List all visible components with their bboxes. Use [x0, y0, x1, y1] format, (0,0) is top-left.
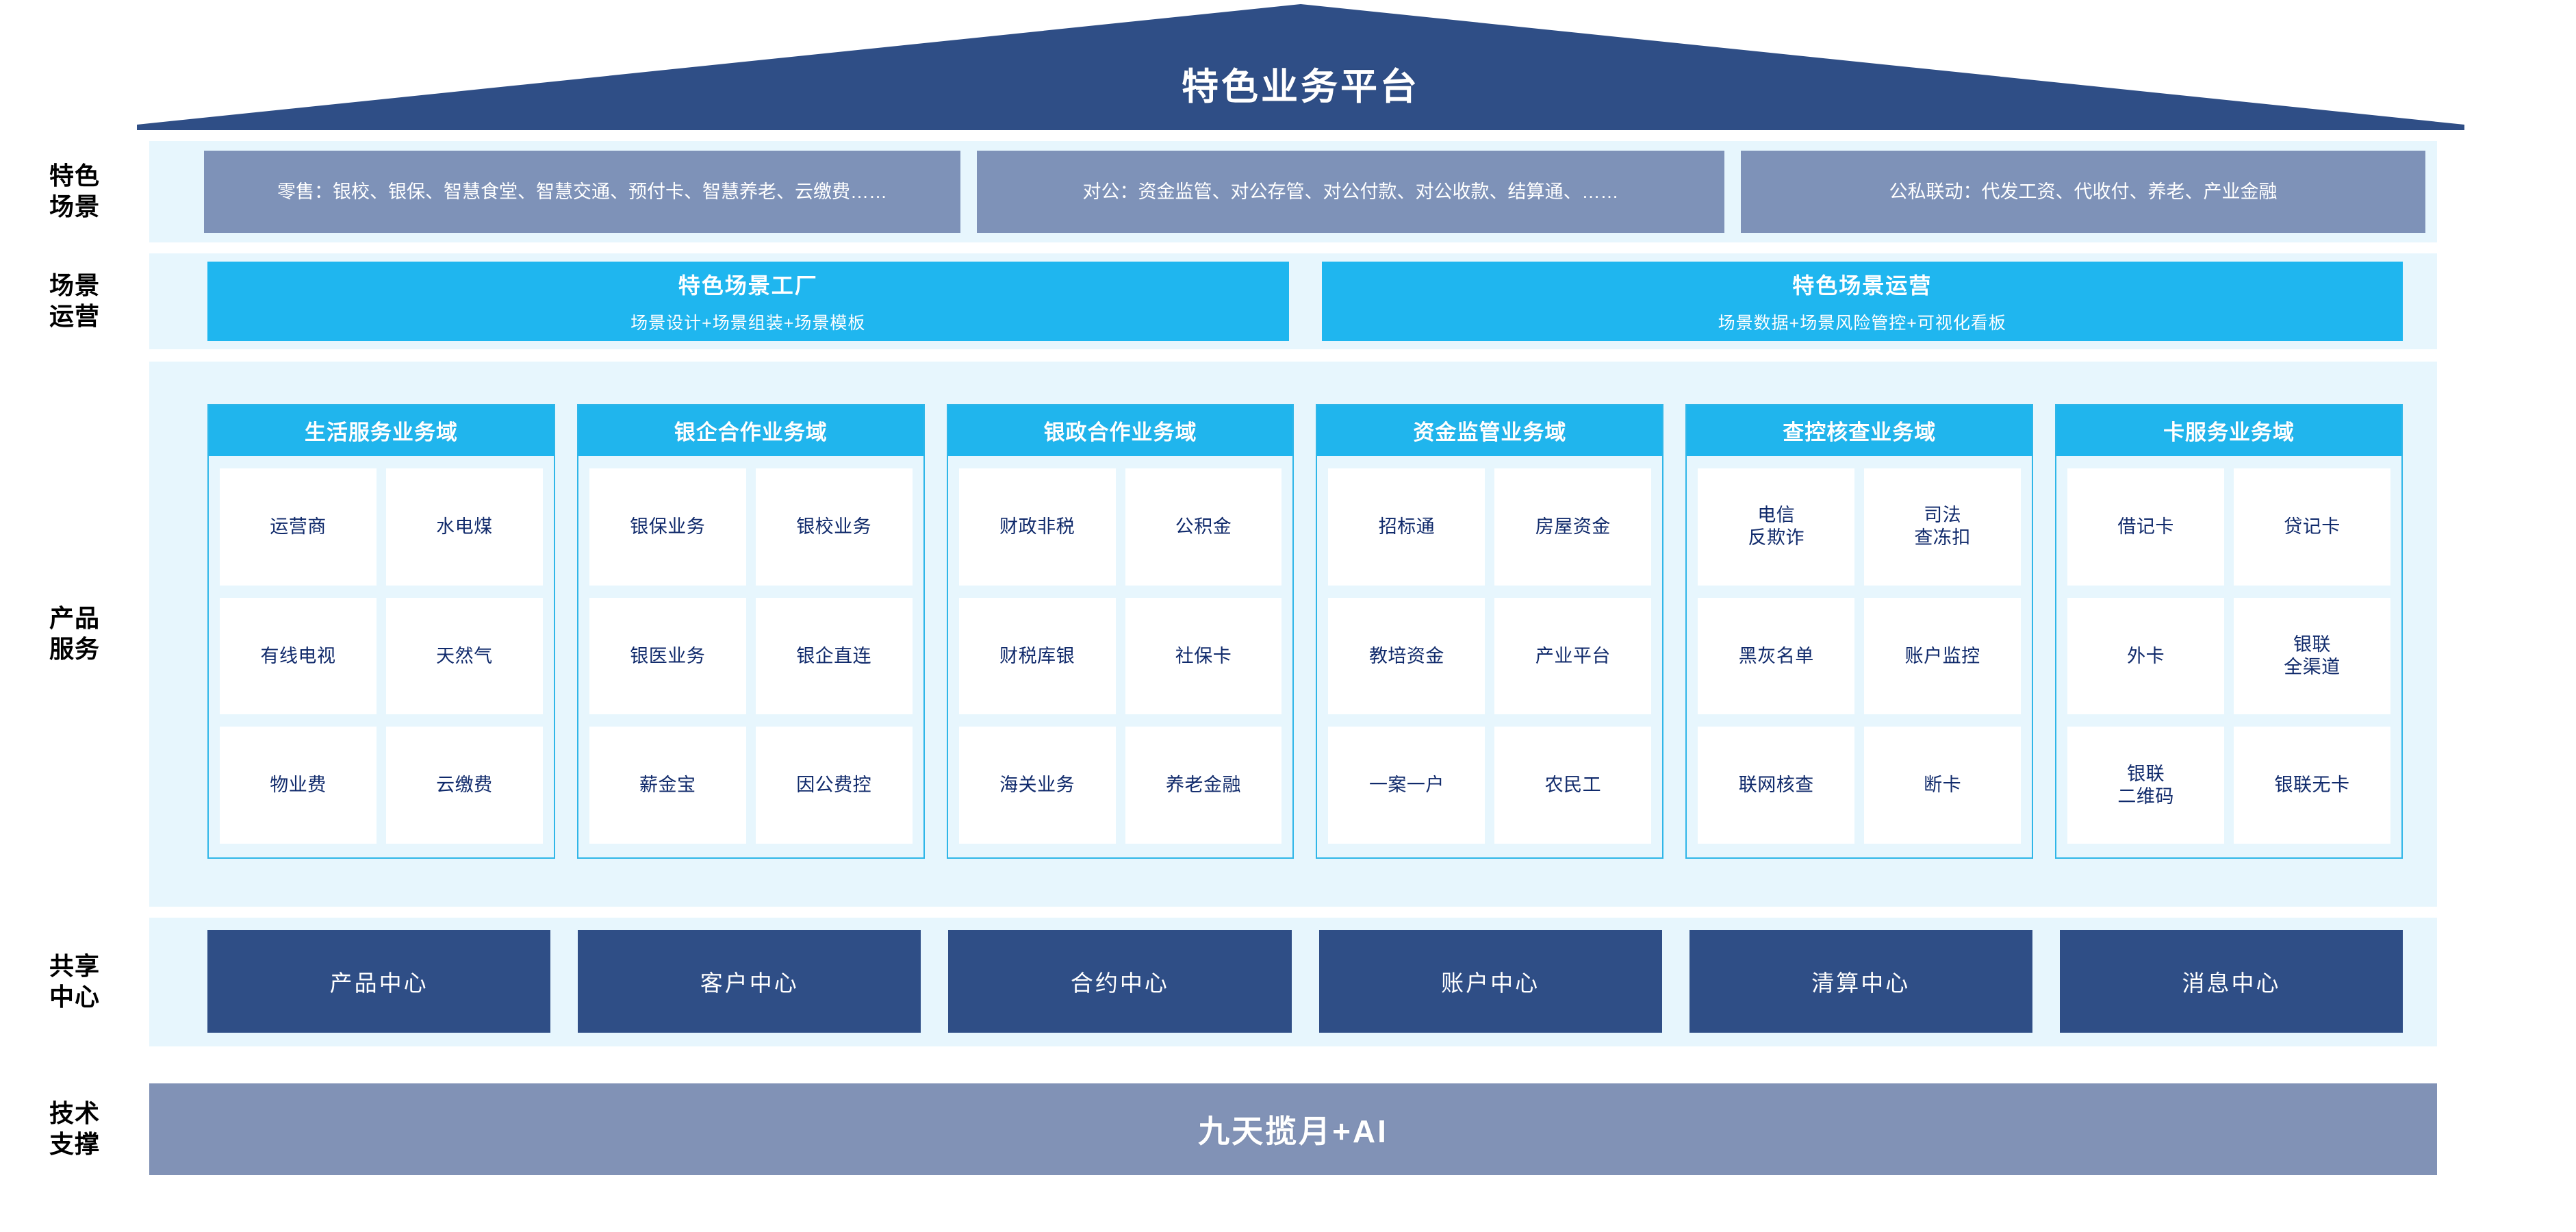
domain-item[interactable]: 黑灰名单	[1698, 597, 1855, 715]
scene-operation-band: 特色场景工厂 场景设计+场景组装+场景模板 特色场景运营 场景数据+场景风险管控…	[149, 253, 2437, 349]
domain-item[interactable]: 银校业务	[755, 468, 913, 586]
domain-item[interactable]: 公积金	[1125, 468, 1282, 586]
domain-item[interactable]: 天然气	[385, 597, 543, 715]
shared-center-contract[interactable]: 合约中心	[948, 930, 1292, 1033]
domain-item[interactable]: 外卡	[2067, 597, 2225, 715]
ops-box-scene-operation[interactable]: 特色场景运营 场景数据+场景风险管控+可视化看板	[1321, 262, 2403, 341]
rail-label-shared: 共享 中心	[0, 918, 149, 1046]
shared-center-message[interactable]: 消息中心	[2059, 930, 2403, 1033]
domain-item[interactable]: 财政非税	[958, 468, 1116, 586]
rail-label-line: 中心	[49, 983, 100, 1011]
platform-header-pediment: 特色业务平台	[137, 0, 2464, 130]
domain-item[interactable]: 教培资金	[1328, 597, 1485, 715]
domain-item[interactable]: 一案一户	[1328, 727, 1485, 844]
domain-item[interactable]: 司法查冻扣	[1864, 468, 2022, 586]
domain-item[interactable]: 物业费	[220, 727, 377, 844]
row-label-rail: 特色 场景 场景 运营 产品 服务 共享 中心 技术 支撑	[0, 130, 149, 1232]
domain-card-title: 银政合作业务域	[947, 405, 1293, 456]
tech-support-bar[interactable]: 九天揽月+AI	[149, 1083, 2437, 1175]
domain-card-fund-supervision[interactable]: 资金监管业务域 招标通 房屋资金 教培资金 产业平台 一案一户 农民工	[1316, 404, 1664, 859]
domain-item[interactable]: 农民工	[1494, 727, 1652, 844]
domain-item[interactable]: 贷记卡	[2234, 468, 2390, 586]
rail-label-scene: 特色 场景	[0, 141, 149, 242]
rail-label-line: 技术	[49, 1099, 100, 1128]
domain-item[interactable]: 招标通	[1328, 468, 1485, 586]
ops-box-subtitle: 场景数据+场景风险管控+可视化看板	[1718, 314, 2006, 333]
domain-item[interactable]: 联网核查	[1698, 727, 1855, 844]
rail-label-line: 场景	[49, 192, 100, 221]
ops-box-subtitle: 场景设计+场景组装+场景模板	[630, 314, 866, 333]
rail-label-ops: 场景 运营	[0, 253, 149, 349]
rail-label-line: 场景	[49, 271, 100, 300]
ops-box-scene-factory[interactable]: 特色场景工厂 场景设计+场景组装+场景模板	[207, 262, 1289, 341]
domain-card-bank-government[interactable]: 银政合作业务域 财政非税 公积金 财税库银 社保卡 海关业务 养老金融	[946, 404, 1295, 859]
domain-item[interactable]: 有线电视	[220, 597, 377, 715]
domain-card-life-service[interactable]: 生活服务业务域 运营商 水电煤 有线电视 天然气 物业费 云缴费	[207, 404, 555, 859]
domain-item[interactable]: 银联无卡	[2234, 727, 2390, 844]
scene-band: 零售：银校、银保、智慧食堂、智慧交通、预付卡、智慧养老、云缴费…… 对公：资金监…	[149, 141, 2437, 242]
domain-card-title: 资金监管业务域	[1317, 405, 1663, 456]
domain-item-grid: 运营商 水电煤 有线电视 天然气 物业费 云缴费	[209, 456, 554, 857]
domain-item[interactable]: 运营商	[220, 468, 377, 586]
shared-center-row: 产品中心 客户中心 合约中心 账户中心 清算中心 消息中心	[149, 918, 2437, 1046]
shared-center-band: 产品中心 客户中心 合约中心 账户中心 清算中心 消息中心	[149, 918, 2437, 1046]
domain-item[interactable]: 水电煤	[385, 468, 543, 586]
domain-card-title: 卡服务业务域	[2056, 405, 2401, 456]
shared-center-account[interactable]: 账户中心	[1318, 930, 1662, 1033]
domain-item[interactable]: 借记卡	[2067, 468, 2225, 586]
rail-label-line: 运营	[49, 302, 100, 330]
domain-item[interactable]: 银医业务	[589, 597, 746, 715]
domain-item[interactable]: 社保卡	[1125, 597, 1282, 715]
domain-card-investigation[interactable]: 查控核查业务域 电信反欺诈 司法查冻扣 黑灰名单 账户监控 联网核查 断卡	[1685, 404, 2034, 859]
domain-item-grid: 电信反欺诈 司法查冻扣 黑灰名单 账户监控 联网核查 断卡	[1687, 456, 2032, 857]
domain-card-card-service[interactable]: 卡服务业务域 借记卡 贷记卡 外卡 银联全渠道 银联二维码 银联无卡	[2055, 404, 2403, 859]
tech-support-band: 九天揽月+AI	[149, 1083, 2437, 1175]
domain-item-grid: 借记卡 贷记卡 外卡 银联全渠道 银联二维码 银联无卡	[2056, 456, 2401, 857]
domain-item[interactable]: 断卡	[1864, 727, 2022, 844]
domain-item[interactable]: 银联二维码	[2067, 727, 2225, 844]
scene-box-corporate[interactable]: 对公：资金监管、对公存管、对公付款、对公收款、结算通、……	[977, 151, 1724, 233]
domain-item-grid: 财政非税 公积金 财税库银 社保卡 海关业务 养老金融	[948, 456, 1293, 857]
rail-label-line: 支撑	[49, 1130, 100, 1158]
domain-card-row: 生活服务业务域 运营商 水电煤 有线电视 天然气 物业费 云缴费 银企合作业务域…	[149, 362, 2437, 907]
scene-operation-row: 特色场景工厂 场景设计+场景组装+场景模板 特色场景运营 场景数据+场景风险管控…	[149, 253, 2437, 349]
shared-center-customer[interactable]: 客户中心	[578, 930, 921, 1033]
ops-box-title: 特色场景工厂	[678, 273, 818, 298]
domain-card-title: 银企合作业务域	[578, 405, 923, 456]
scene-box-row: 零售：银校、银保、智慧食堂、智慧交通、预付卡、智慧养老、云缴费…… 对公：资金监…	[149, 141, 2437, 242]
rail-label-line: 产品	[49, 604, 100, 633]
rail-label-product: 产品 服务	[0, 362, 149, 907]
rail-label-line: 共享	[49, 952, 100, 981]
domain-item[interactable]: 云缴费	[385, 727, 543, 844]
ops-box-title: 特色场景运营	[1792, 273, 1933, 298]
domain-item[interactable]: 房屋资金	[1494, 468, 1652, 586]
rail-label-line: 特色	[49, 162, 100, 190]
domain-item[interactable]: 银联全渠道	[2234, 597, 2390, 715]
domain-item[interactable]: 薪金宝	[589, 727, 746, 844]
domain-item-grid: 银保业务 银校业务 银医业务 银企直连 薪金宝 因公费控	[578, 456, 923, 857]
page-title: 特色业务平台	[1182, 66, 1420, 108]
scene-box-public-private[interactable]: 公私联动：代发工资、代收付、养老、产业金融	[1741, 151, 2425, 233]
pediment-shape	[137, 4, 2464, 130]
domain-item[interactable]: 因公费控	[755, 727, 913, 844]
shared-center-settlement[interactable]: 清算中心	[1689, 930, 2032, 1033]
scene-box-retail[interactable]: 零售：银校、银保、智慧食堂、智慧交通、预付卡、智慧养老、云缴费……	[204, 151, 960, 233]
domain-item[interactable]: 海关业务	[958, 727, 1116, 844]
domain-item[interactable]: 电信反欺诈	[1698, 468, 1855, 586]
domain-item[interactable]: 产业平台	[1494, 597, 1652, 715]
rail-label-tech: 技术 支撑	[0, 1083, 149, 1175]
domain-item-grid: 招标通 房屋资金 教培资金 产业平台 一案一户 农民工	[1317, 456, 1662, 857]
domain-card-title: 生活服务业务域	[209, 405, 554, 456]
domain-item[interactable]: 财税库银	[958, 597, 1116, 715]
domain-card-bank-enterprise[interactable]: 银企合作业务域 银保业务 银校业务 银医业务 银企直连 薪金宝 因公费控	[576, 404, 925, 859]
shared-center-product[interactable]: 产品中心	[207, 930, 551, 1033]
domain-card-title: 查控核查业务域	[1687, 405, 2032, 456]
product-service-band: 生活服务业务域 运营商 水电煤 有线电视 天然气 物业费 云缴费 银企合作业务域…	[149, 362, 2437, 907]
domain-item[interactable]: 养老金融	[1125, 727, 1282, 844]
domain-item[interactable]: 账户监控	[1864, 597, 2022, 715]
domain-item[interactable]: 银保业务	[589, 468, 746, 586]
rail-label-line: 服务	[49, 635, 100, 663]
domain-item[interactable]: 银企直连	[755, 597, 913, 715]
